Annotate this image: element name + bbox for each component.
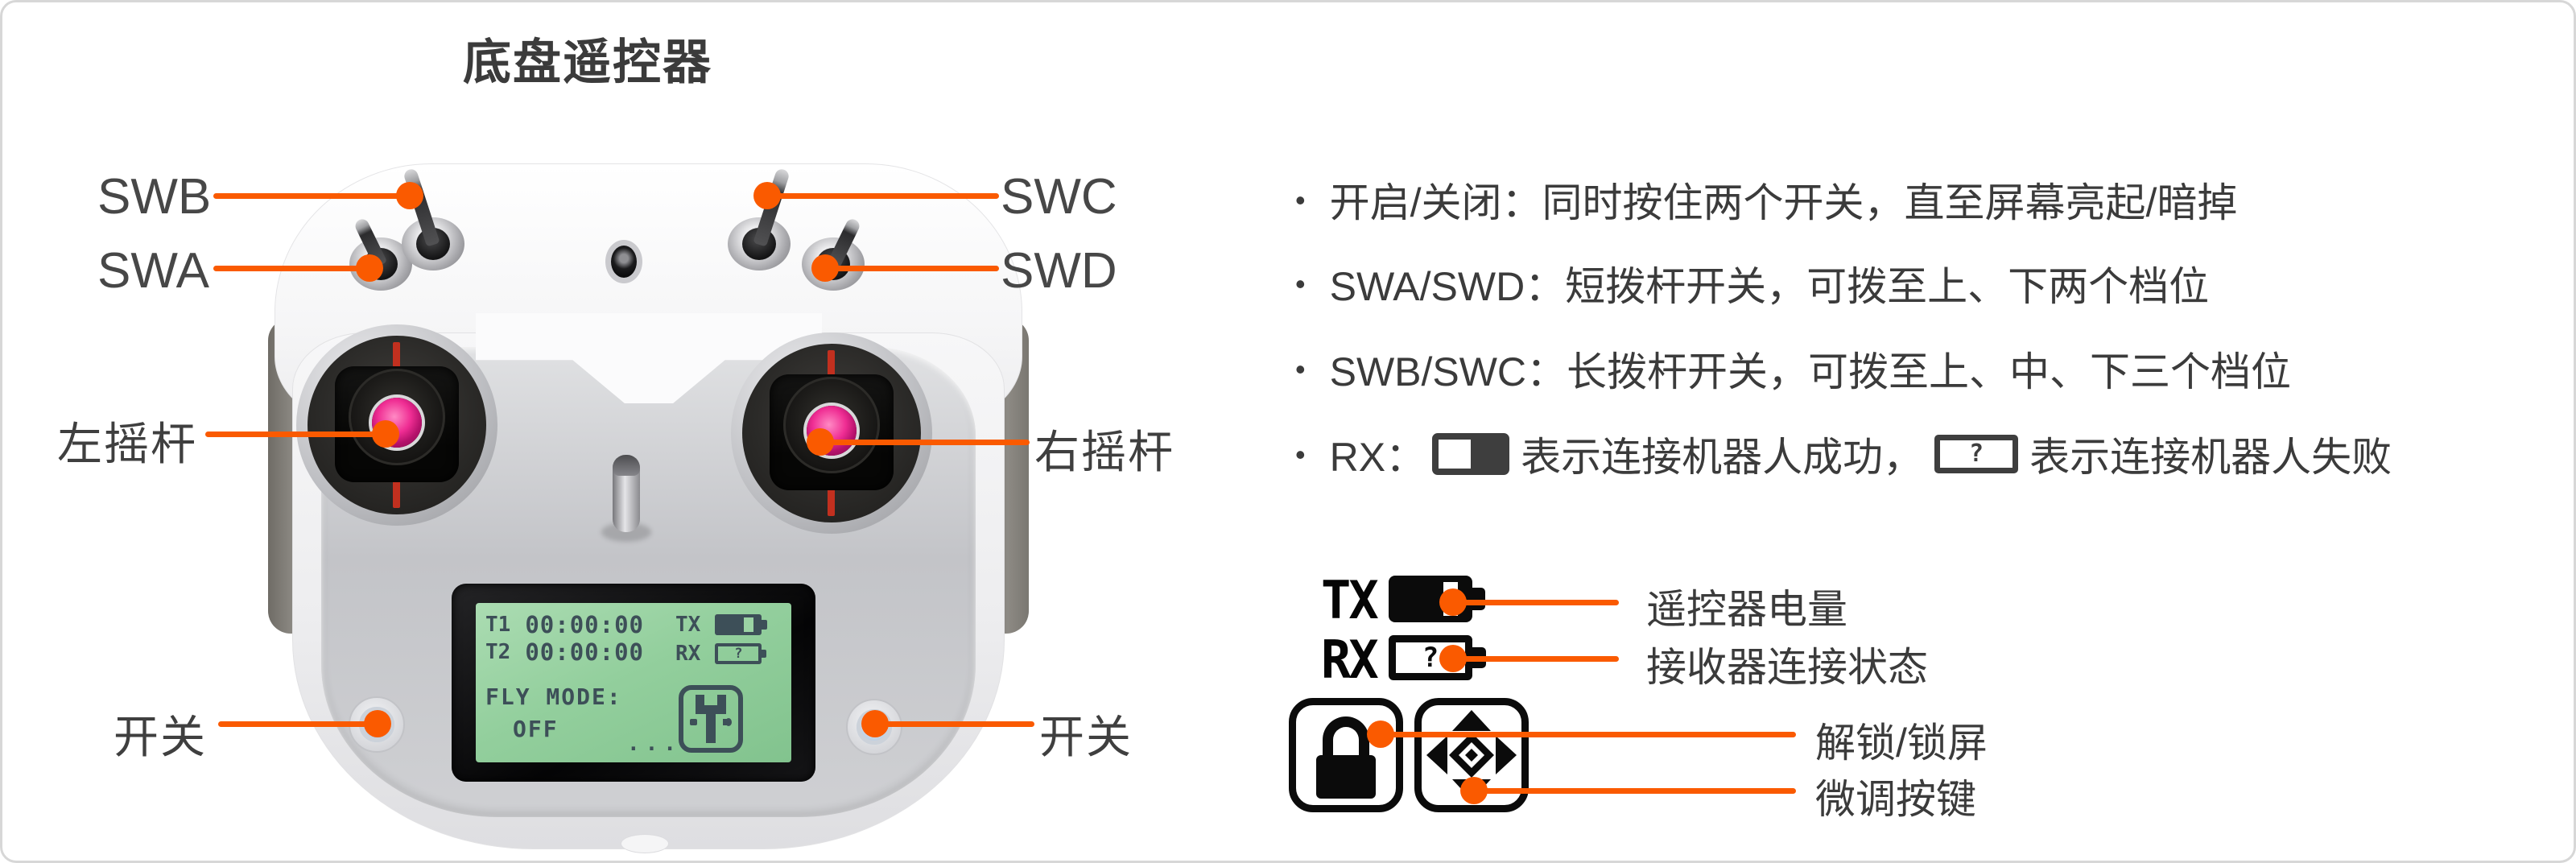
note-power-on-off: • 开启/关闭：同时按住两个开关，直至屏幕亮起/暗掉 bbox=[1295, 173, 2237, 226]
callout-swd-dot bbox=[811, 254, 839, 282]
lcd-module: T1 00:00:00 T2 00:00:00 TX RX ? FLY MODE… bbox=[452, 584, 815, 782]
note-rx-fail-text: 表示连接机器人失败 bbox=[2029, 435, 2392, 480]
note-swa-swd: • SWA/SWD：短拨杆开关，可拨至上、下两个档位 bbox=[1295, 257, 2209, 310]
legend-trim-desc: 微调按键 bbox=[1815, 777, 1976, 822]
lcd-screen: T1 00:00:00 T2 00:00:00 TX RX ? FLY MODE… bbox=[476, 603, 791, 762]
legend-tx-line bbox=[1453, 600, 1619, 605]
callout-power-right-label: 开关 bbox=[1039, 712, 1133, 762]
callout-power-right-line bbox=[875, 721, 1034, 727]
callout-power-left-line bbox=[218, 721, 378, 727]
lcd-fly-mode-label: FLY MODE: bbox=[485, 683, 622, 710]
note-rx-prefix: RX： bbox=[1329, 435, 1426, 480]
callout-left-stick-label: 左摇杆 bbox=[57, 419, 197, 469]
callout-swc-dot bbox=[753, 182, 781, 209]
lock-body bbox=[1316, 755, 1376, 799]
callout-swc-line bbox=[767, 193, 999, 199]
joystick-top-mark bbox=[393, 342, 400, 373]
lcd-tx-battery-icon bbox=[715, 614, 768, 635]
callout-swd-label: SWD bbox=[1001, 243, 1117, 299]
rx-connected-icon bbox=[1432, 433, 1510, 475]
status-led-hole bbox=[605, 240, 642, 283]
note-rx-status: • RX： 表示连接机器人成功， ? 表示连接机器人失败 bbox=[1295, 427, 2392, 481]
bullet-icon: • bbox=[1295, 184, 1306, 217]
callout-swa-dot bbox=[356, 254, 383, 282]
callout-swc-label: SWC bbox=[1001, 169, 1117, 225]
lock-icon bbox=[1289, 698, 1403, 812]
note-rx-success-text: 表示连接机器人成功， bbox=[1521, 435, 1924, 480]
legend-tx-dot bbox=[1439, 588, 1467, 616]
legend-lock-desc: 解锁/锁屏 bbox=[1815, 721, 1988, 766]
legend-rx-dot bbox=[1439, 645, 1467, 672]
callout-power-right-dot bbox=[861, 710, 889, 737]
callout-swd-line bbox=[825, 266, 999, 271]
lcd-timer1-row: T1 00:00:00 bbox=[485, 611, 644, 638]
note-swb-swc: • SWB/SWC：长拨杆开关，可拨至上、中、下三个档位 bbox=[1295, 342, 2291, 395]
callout-swb-line bbox=[213, 193, 410, 199]
lcd-ellipsis: ... bbox=[627, 732, 682, 756]
lcd-rx-label: RX bbox=[675, 642, 701, 666]
note-text: SWA/SWD：短拨杆开关，可拨至上、下两个档位 bbox=[1329, 264, 2210, 309]
page-title: 底盘遥控器 bbox=[463, 35, 712, 89]
lcd-tx-row: TX bbox=[675, 613, 768, 637]
bullet-icon: • bbox=[1295, 438, 1306, 471]
joystick-top-mark bbox=[828, 350, 835, 381]
callout-right-stick-label: 右摇杆 bbox=[1034, 427, 1174, 477]
legend-rx-desc: 接收器连接状态 bbox=[1646, 645, 1928, 690]
legend-lock-dot bbox=[1367, 721, 1394, 748]
callout-power-left-label: 开关 bbox=[114, 712, 207, 762]
legend-trim-line bbox=[1474, 788, 1796, 794]
lcd-wrench-icon bbox=[679, 685, 743, 753]
lcd-rx-row: RX ? bbox=[675, 642, 767, 666]
legend-trim-dot bbox=[1460, 777, 1488, 804]
joystick-bottom-mark bbox=[393, 477, 400, 508]
callout-swb-label: SWB bbox=[97, 169, 212, 225]
lcd-tx-label: TX bbox=[675, 613, 701, 637]
joystick-bottom-mark bbox=[828, 485, 835, 516]
center-metal-switch bbox=[613, 455, 640, 532]
bottom-nub bbox=[621, 834, 669, 853]
lcd-t1-label: T1 bbox=[485, 613, 511, 637]
legend-lock-line bbox=[1381, 732, 1796, 737]
left-joystick bbox=[296, 324, 497, 526]
lcd-t2-value: 00:00:00 bbox=[525, 638, 644, 666]
bullet-icon: • bbox=[1295, 267, 1306, 300]
callout-left-stick-dot bbox=[372, 420, 399, 448]
rx-disconnected-icon: ? bbox=[1934, 435, 2019, 473]
lcd-rx-battery-icon: ? bbox=[715, 643, 767, 664]
right-joystick bbox=[731, 332, 932, 534]
battery-gap bbox=[744, 617, 754, 632]
lock-shackle bbox=[1323, 716, 1369, 758]
note-text: 开启/关闭：同时按住两个开关，直至屏幕亮起/暗掉 bbox=[1329, 180, 2238, 225]
callout-swa-label: SWA bbox=[97, 243, 209, 299]
remote-controller-illustration: T1 00:00:00 T2 00:00:00 TX RX ? FLY MODE… bbox=[268, 163, 1029, 853]
legend-tx-desc: 遥控器电量 bbox=[1646, 587, 1847, 632]
note-text: SWB/SWC：长拨杆开关，可拨至上、中、下三个档位 bbox=[1329, 349, 2292, 394]
wrench-glyph bbox=[690, 695, 732, 743]
callout-right-stick-line bbox=[820, 440, 1030, 445]
bullet-icon: • bbox=[1295, 353, 1306, 386]
callout-power-left-dot bbox=[364, 710, 391, 737]
legend-rx-label: RX bbox=[1321, 629, 1379, 691]
lcd-t1-value: 00:00:00 bbox=[525, 611, 644, 638]
lcd-fly-mode-value: OFF bbox=[513, 716, 559, 742]
legend-rx-line bbox=[1453, 656, 1619, 662]
legend-tx-label: TX bbox=[1321, 569, 1379, 631]
callout-swb-dot bbox=[396, 182, 423, 209]
callout-right-stick-dot bbox=[807, 428, 834, 456]
lcd-t2-label: T2 bbox=[485, 640, 511, 664]
lcd-timer2-row: T2 00:00:00 bbox=[485, 638, 644, 666]
callout-left-stick-line bbox=[205, 432, 386, 437]
callout-swa-line bbox=[213, 266, 369, 271]
